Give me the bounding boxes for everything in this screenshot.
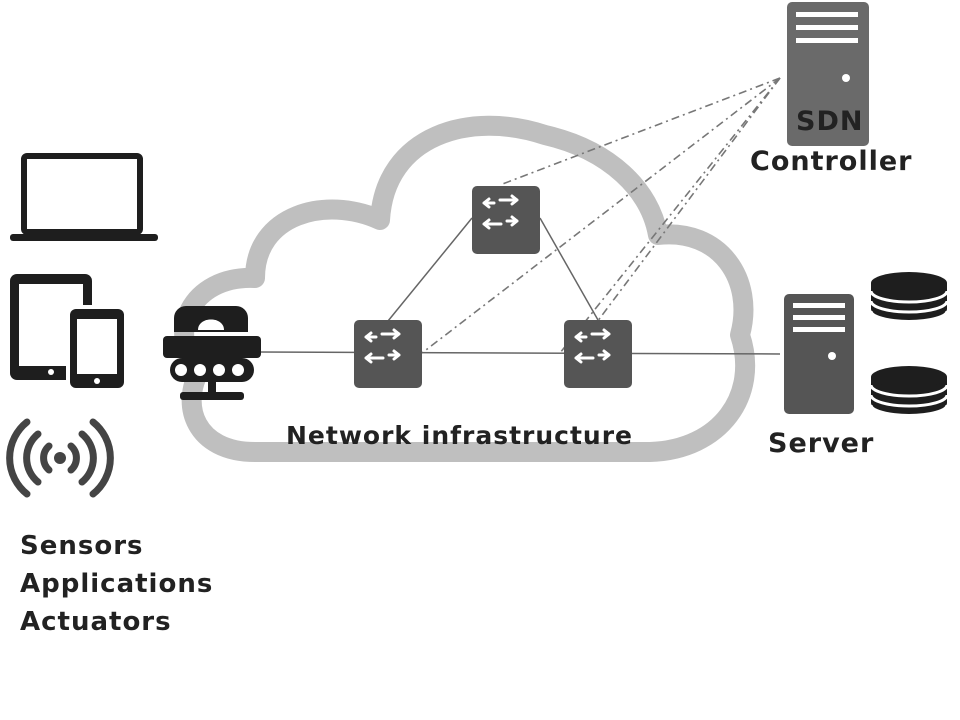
controller-label: Controller [750, 146, 913, 177]
network-switch-right-icon [564, 320, 632, 388]
control-links [421, 77, 781, 354]
wireless-signal-icon [6, 418, 114, 498]
database-bottom-icon [869, 364, 949, 418]
actuators-label: Actuators [20, 607, 172, 637]
controller-server-icon [787, 2, 869, 146]
network-switch-top-icon [472, 186, 540, 254]
gateway-modem-icon [163, 306, 261, 400]
network-infrastructure-label: Network infrastructure [286, 421, 634, 450]
data-links [257, 217, 781, 355]
database-top-icon [869, 270, 949, 324]
applications-label: Applications [20, 569, 214, 599]
server-tower-icon [784, 294, 854, 414]
server-label: Server [768, 428, 875, 459]
cloud-shape [174, 115, 756, 462]
smartphone-icon [66, 305, 128, 389]
sensors-label: Sensors [20, 531, 144, 561]
sdn-label: SDN [796, 106, 864, 137]
laptop-icon [10, 153, 158, 241]
network-switch-left-icon [354, 320, 422, 388]
